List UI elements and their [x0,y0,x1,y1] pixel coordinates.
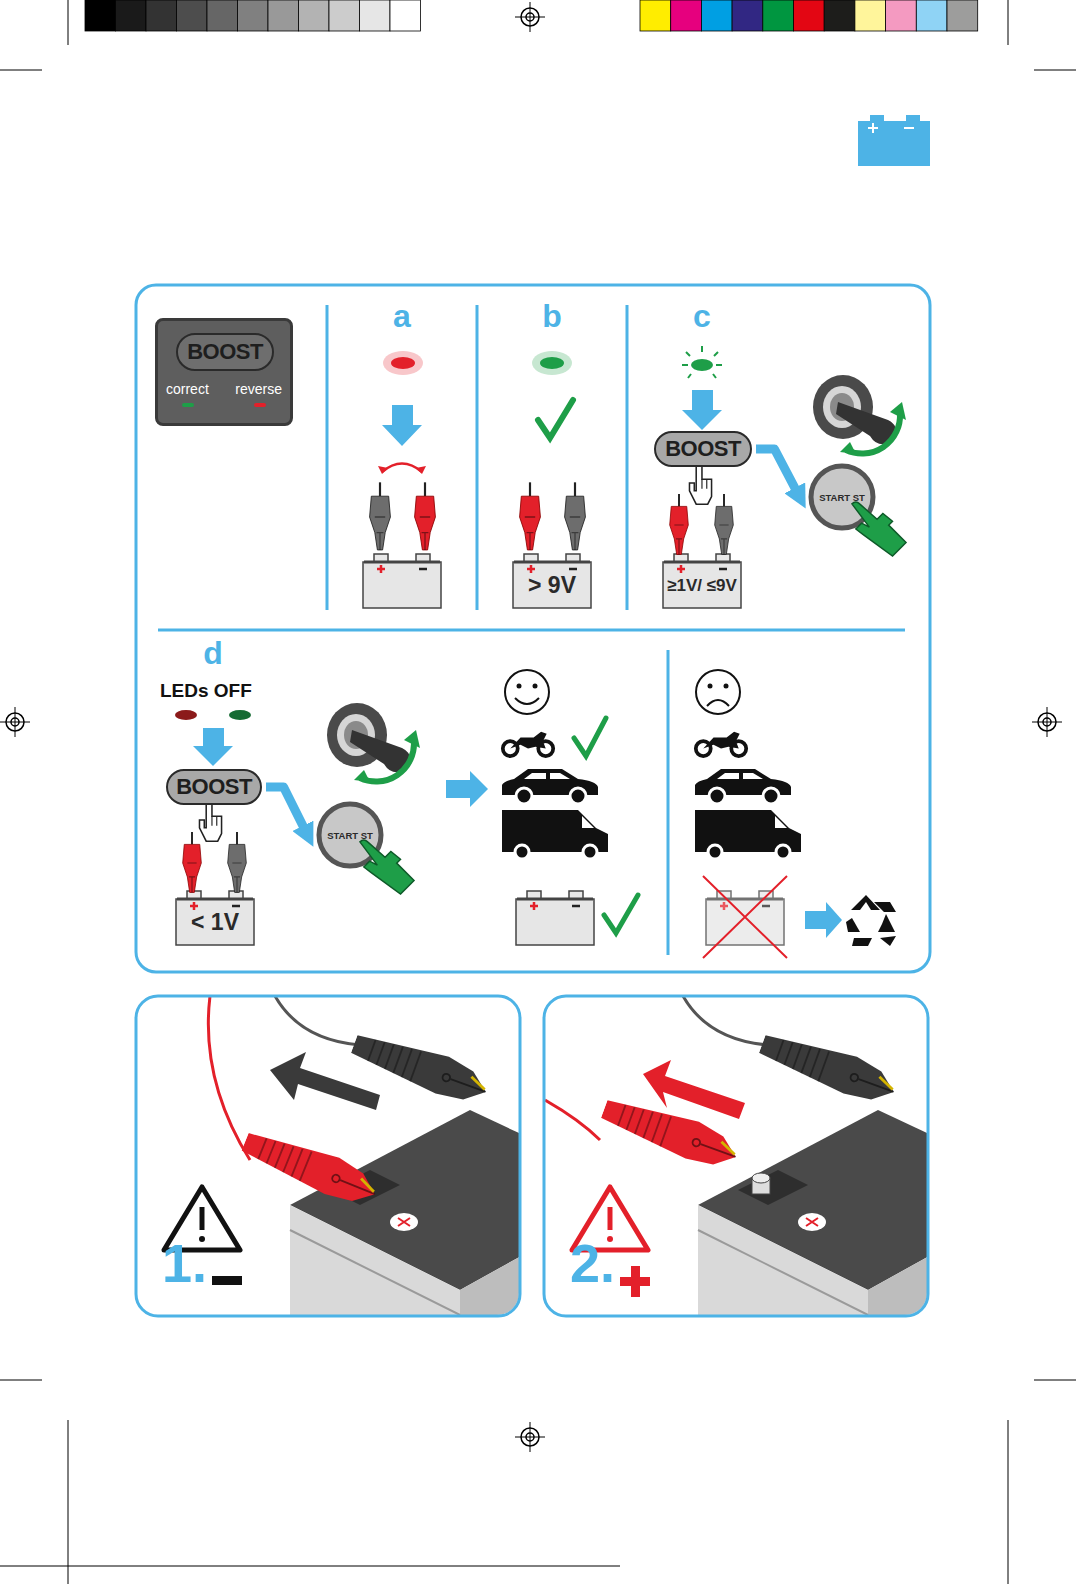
button-text: BOOST [176,775,252,799]
start-stop-button: START ST [325,820,375,852]
led [254,403,266,407]
button-text: START ST [819,493,865,503]
battery-voltage: < 1V [177,902,253,944]
note-text: LEDs OFF [160,681,252,700]
step-number: 2. [570,1236,615,1290]
step-letter: d [203,637,223,669]
voltage-text: > 9V [528,573,576,598]
led [182,403,194,407]
flow-arrow [266,787,305,830]
boost-button: BOOST [176,333,274,371]
button-text: BOOST [665,437,741,461]
step-letter: c [693,300,711,332]
battery-voltage: > 9V [514,565,590,607]
button-text: BOOST [187,340,263,364]
led-label: correct [166,381,209,397]
voltage-text: < 1V [191,910,239,935]
boost-button: BOOST [166,769,262,805]
step-letter: a [393,300,411,332]
button-text: START ST [327,831,373,841]
led-label: reverse [235,381,282,397]
flow-arrow [756,449,797,492]
boost-button: BOOST [654,431,752,467]
step-number: 1. [162,1236,207,1290]
device-panel: correct reverse BOOST [155,318,293,426]
start-stop-button: START ST [817,482,867,514]
step-letter: b [542,300,562,332]
voltage-text: ≥1V/ ≤9V [667,577,737,596]
battery-voltage: ≥1V/ ≤9V [664,564,740,608]
